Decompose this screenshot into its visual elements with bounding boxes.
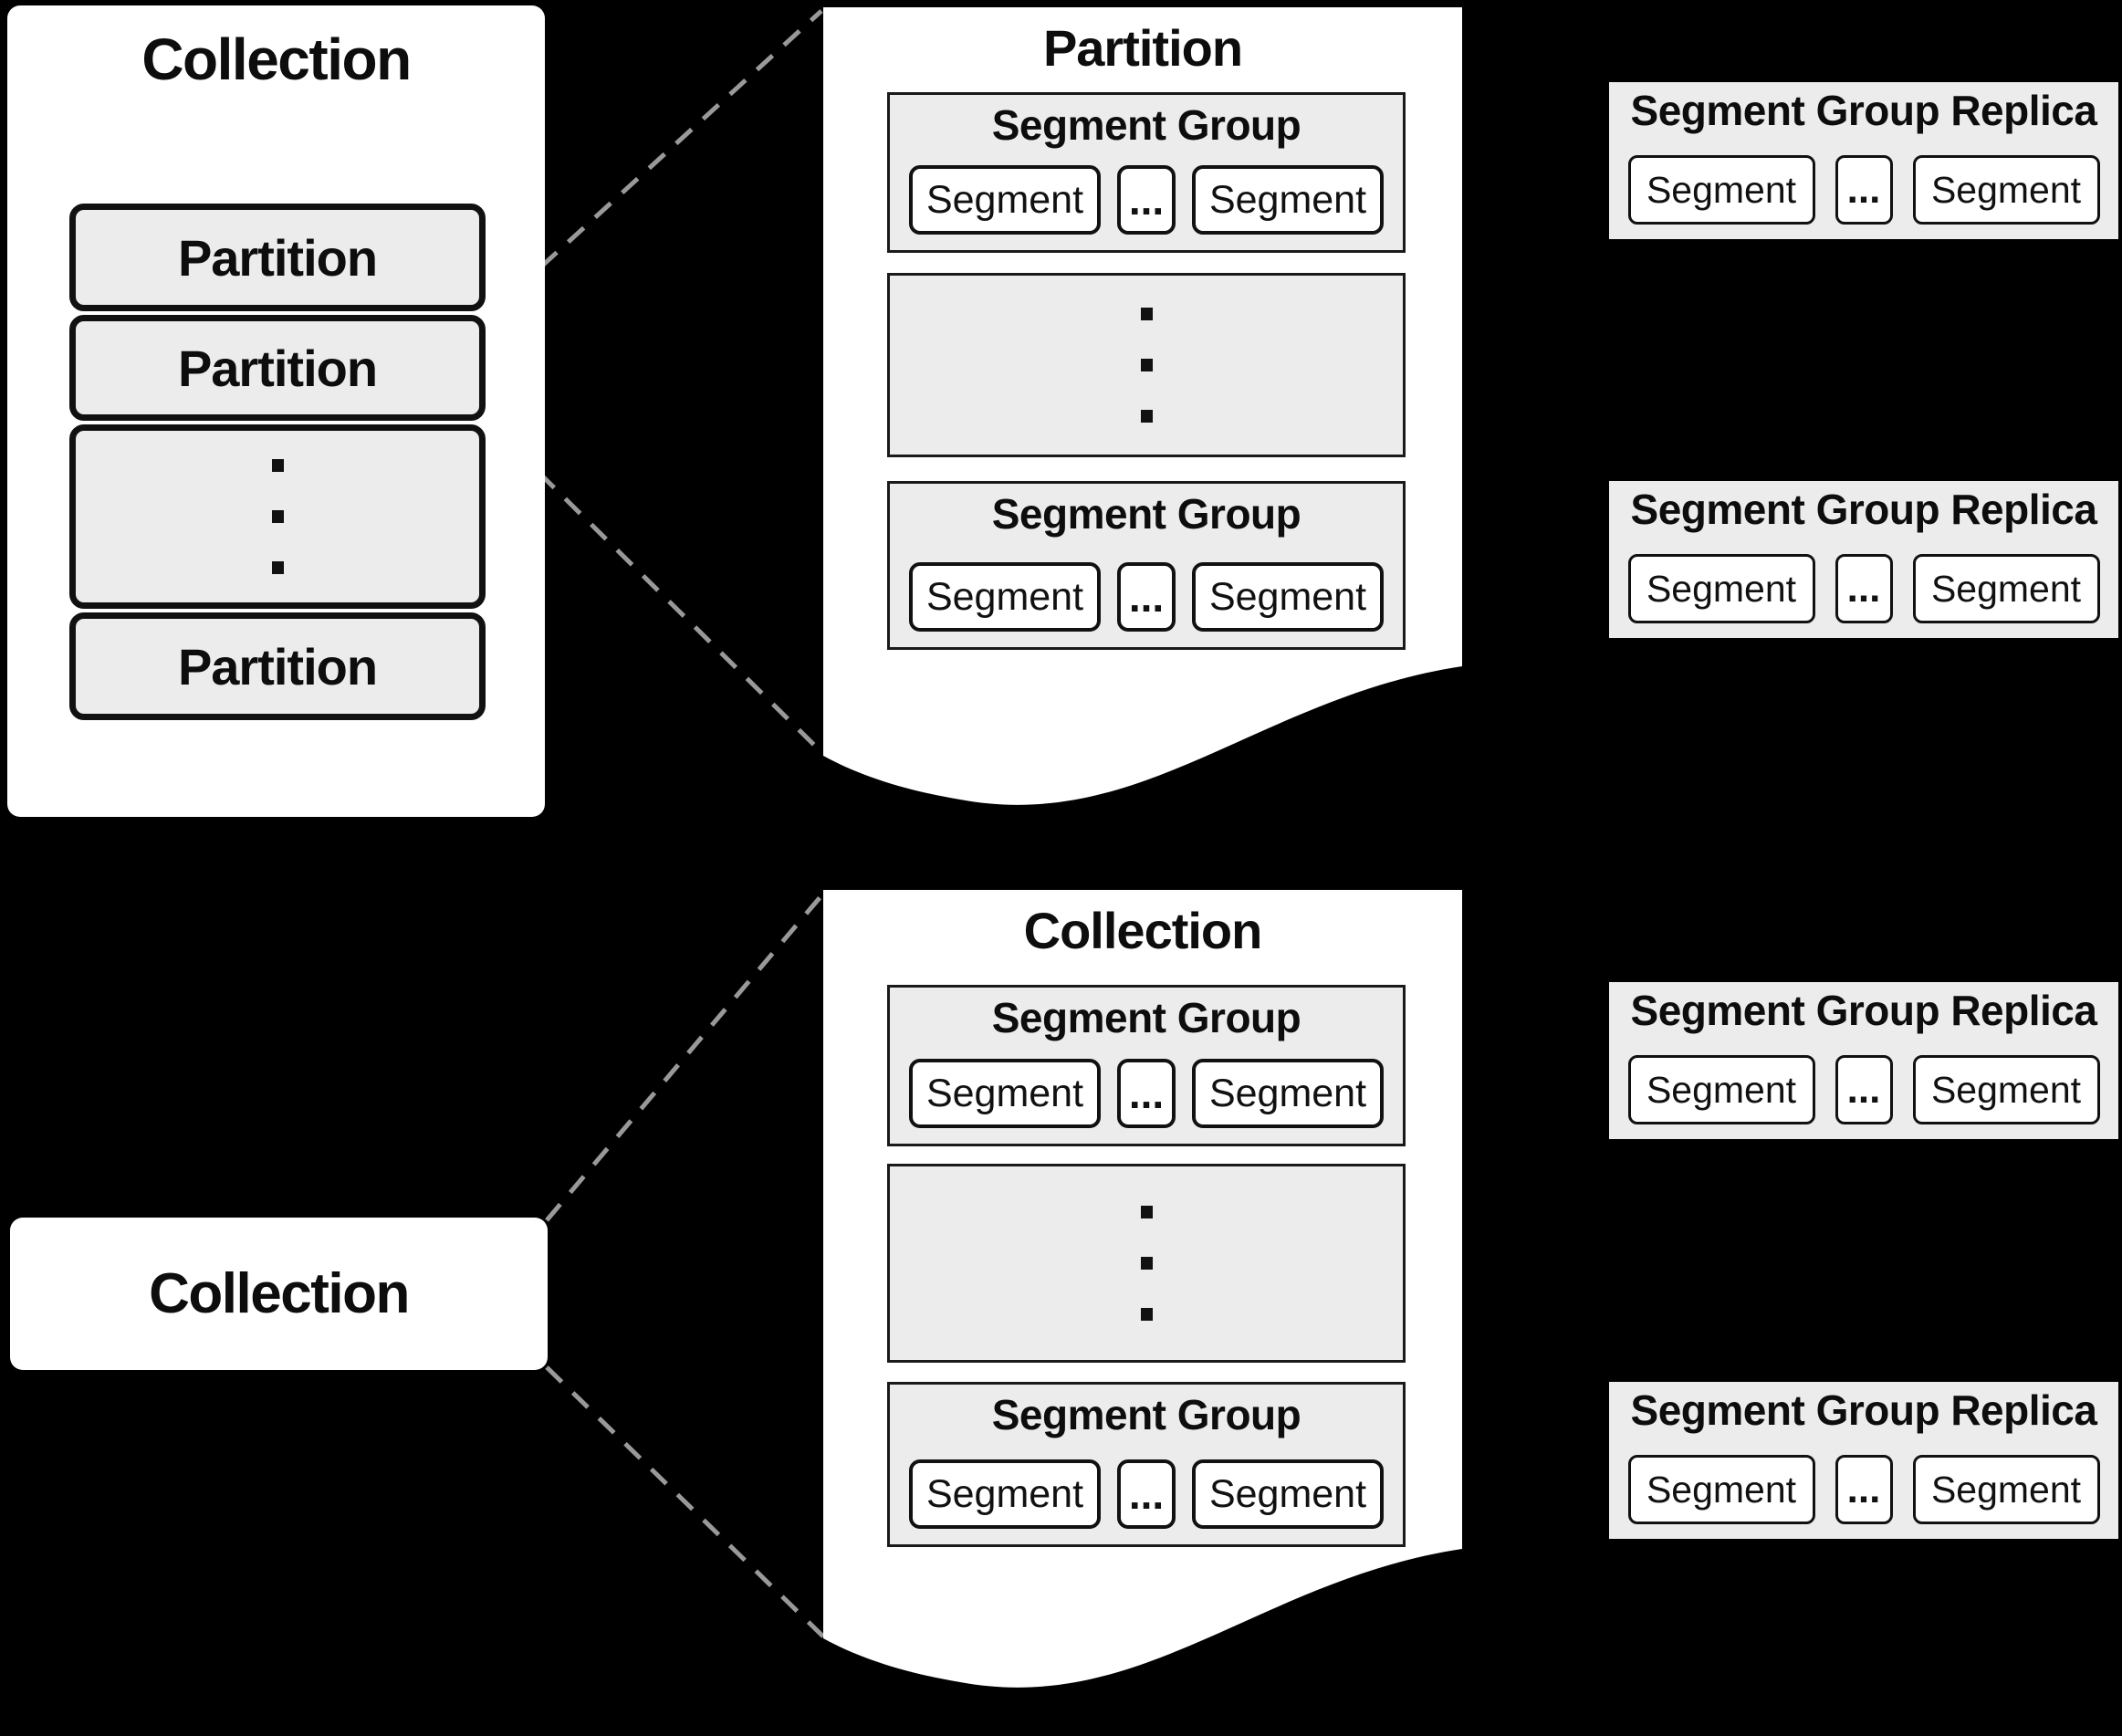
vertical-ellipsis-partitions [69, 424, 486, 609]
segment-box-left: Segment [1627, 554, 1815, 623]
segment-box-left: Segment [1627, 1455, 1815, 1524]
ellipsis-dot [1140, 1206, 1153, 1218]
ellipsis-dot [1140, 308, 1153, 320]
ellipsis-dot [271, 561, 284, 574]
segment-box-right: Segment [1912, 1055, 2100, 1124]
segment-box-left: Segment [909, 1459, 1101, 1529]
segment-group-title: Segment Group [991, 1391, 1301, 1438]
segment-row: Segment ... Segment [909, 165, 1384, 235]
segment-row: Segment ... Segment [1627, 1055, 2100, 1124]
segment-group-replica-2: Segment Group Replica Segment ... Segmen… [1609, 481, 2118, 638]
segment-group-replica-4: Segment Group Replica Segment ... Segmen… [1609, 1382, 2118, 1539]
segment-group-title: Segment Group [991, 490, 1301, 538]
segment-group-top: Segment Group Segment ... Segment [887, 985, 1406, 1146]
segment-box-left: Segment [909, 165, 1101, 235]
vertical-ellipsis-groups [887, 1164, 1406, 1363]
connector-collection-upper [545, 892, 825, 1222]
ellipsis-dot [1140, 1257, 1153, 1270]
ellipsis-box: ... [1835, 155, 1893, 225]
partition-row-1: Partition [69, 204, 486, 311]
ellipsis-box: ... [1835, 1055, 1893, 1124]
segment-group-bottom: Segment Group Segment ... Segment [887, 1382, 1406, 1547]
segment-group-title: Segment Group [991, 994, 1301, 1041]
segment-box-right: Segment [1192, 1459, 1384, 1529]
replica-title: Segment Group Replica [1630, 87, 2097, 134]
ellipsis-box: ... [1835, 554, 1893, 623]
segment-box-right: Segment [1192, 165, 1384, 235]
segment-box-right: Segment [1192, 1059, 1384, 1128]
partition-page-title: Partition [1042, 19, 1243, 77]
vertical-ellipsis-groups [887, 273, 1406, 457]
segment-group-replica-1: Segment Group Replica Segment ... Segmen… [1609, 82, 2118, 239]
segment-box-left: Segment [1627, 1055, 1815, 1124]
segment-group-title: Segment Group [991, 101, 1301, 149]
segment-box-left: Segment [909, 562, 1101, 632]
ellipsis-dot [271, 459, 284, 472]
ellipsis-box: ... [1117, 1459, 1176, 1529]
segment-group-bottom: Segment Group Segment ... Segment [887, 481, 1406, 650]
ellipsis-dot [1140, 359, 1153, 371]
segment-row: Segment ... Segment [909, 1059, 1384, 1128]
ellipsis-dot [271, 510, 284, 523]
partition-row-2: Partition [69, 315, 486, 421]
collection-label-title: Collection [149, 1262, 410, 1325]
replica-title: Segment Group Replica [1630, 486, 2097, 533]
partition-stack: Partition Partition Partition [69, 204, 486, 720]
ellipsis-box: ... [1117, 1059, 1176, 1128]
segment-row: Segment ... Segment [1627, 554, 2100, 623]
segment-box-left: Segment [1627, 155, 1815, 225]
segment-row: Segment ... Segment [1627, 1455, 2100, 1524]
collection-card-title: Collection [141, 26, 412, 92]
segment-box-right: Segment [1912, 1455, 2100, 1524]
partition-row-3: Partition [69, 612, 486, 720]
segment-box-right: Segment [1912, 155, 2100, 225]
replica-title: Segment Group Replica [1630, 1386, 2097, 1434]
collection-page: Collection Segment Group Segment ... Seg… [823, 890, 1462, 1720]
segment-row: Segment ... Segment [909, 1459, 1384, 1529]
collection-card: Collection Partition Partition Partition [7, 5, 545, 817]
ellipsis-dot [1140, 1308, 1153, 1321]
segment-box-right: Segment [1912, 554, 2100, 623]
collection-page-title: Collection [1023, 902, 1263, 959]
ellipsis-box: ... [1117, 562, 1176, 632]
ellipsis-box: ... [1117, 165, 1176, 235]
segment-box-right: Segment [1192, 562, 1384, 632]
segment-group-top: Segment Group Segment ... Segment [887, 92, 1406, 253]
segment-group-replica-3: Segment Group Replica Segment ... Segmen… [1609, 982, 2118, 1139]
ellipsis-box: ... [1835, 1455, 1893, 1524]
segment-row: Segment ... Segment [909, 562, 1384, 632]
segment-row: Segment ... Segment [1627, 155, 2100, 225]
segment-box-left: Segment [909, 1059, 1101, 1128]
ellipsis-dot [1140, 410, 1153, 423]
connector-collection-lower [545, 1365, 825, 1638]
replica-title: Segment Group Replica [1630, 987, 2097, 1034]
collection-label-card: Collection [10, 1218, 548, 1370]
partition-page: Partition Segment Group Segment ... Segm… [823, 7, 1462, 838]
